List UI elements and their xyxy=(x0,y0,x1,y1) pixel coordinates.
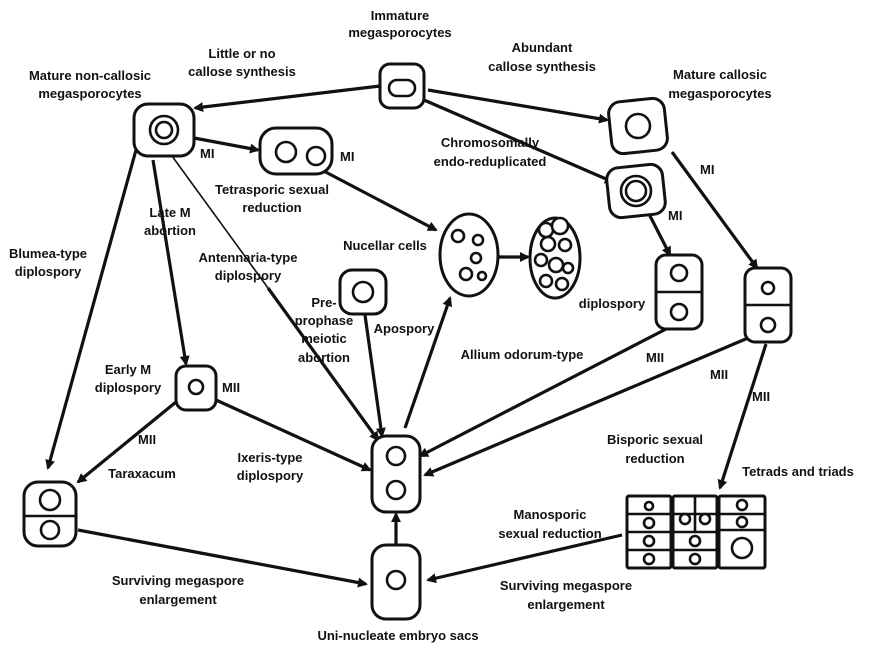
label-abundant-callose-1: Abundant xyxy=(512,40,573,55)
label-ixeris-1: Ixeris-type xyxy=(237,450,302,465)
cell-diplospory-dyad xyxy=(654,253,704,331)
stage-labels: MI MI MI MI MII MII MII MII MII xyxy=(138,146,770,447)
label-tetrasporic-1: Tetrasporic sexual xyxy=(215,182,329,197)
cell-mature-noncallosic xyxy=(132,102,196,158)
label-immature-1: Immature xyxy=(371,8,430,23)
label-chromosomally-2: endo-reduplicated xyxy=(434,154,547,169)
cell-aposporous-embryo-sac xyxy=(438,212,500,298)
arrow-bisporic-reduction xyxy=(717,343,768,490)
cell-tetrasporic xyxy=(258,126,334,176)
stage-label-mi: MI xyxy=(200,146,214,161)
arrow-callosic-meiosis xyxy=(670,151,759,270)
label-surviving-left-1: Surviving megaspore xyxy=(112,573,244,588)
stage-label-mi: MI xyxy=(340,149,354,164)
label-blumea-1: Blumea-type xyxy=(9,246,87,261)
label-ixeris-2: diplospory xyxy=(237,468,304,483)
arrow-ixeris-diplospory xyxy=(215,398,372,472)
label-little-callose-1: Little or no xyxy=(208,46,275,61)
stage-label-mii: MII xyxy=(222,380,240,395)
arrow-immature-to-callosic xyxy=(427,88,609,124)
label-early-m-1: Early M xyxy=(105,362,151,377)
label-preprophase-4: abortion xyxy=(298,350,350,365)
label-mature-noncallosic-2: megasporocytes xyxy=(38,86,141,101)
cell-blumea-dyad xyxy=(22,480,78,548)
label-early-m-2: diplospory xyxy=(95,380,162,395)
label-blumea-2: diplospory xyxy=(15,264,82,279)
label-manosporic-1: Manosporic xyxy=(514,507,587,522)
label-bisporic-2: reduction xyxy=(625,451,684,466)
arrow-dyad-to-embryosac xyxy=(423,336,749,477)
stage-label-mii: MII xyxy=(646,350,664,365)
cell-endoreduplicated xyxy=(605,162,667,220)
arrows xyxy=(45,84,768,588)
label-antennaria-1: Antennaria-type xyxy=(199,250,298,265)
arrow-late-m-abortion xyxy=(151,159,190,366)
cell-multinucleate-embryo-sac xyxy=(528,216,582,300)
stage-label-mi: MI xyxy=(700,162,714,177)
arrow-immature-to-endoreduplicated xyxy=(423,98,615,184)
label-late-m-2: abortion xyxy=(144,223,196,238)
label-preprophase-2: prophase xyxy=(295,313,354,328)
arrow-surviving-megaspore-right xyxy=(426,533,623,584)
stage-label-mi: MI xyxy=(668,208,682,223)
label-taraxacum: Taraxacum xyxy=(108,466,176,481)
label-uni-nucleate: Uni-nucleate embryo sacs xyxy=(317,628,478,643)
label-antennaria-2: diplospory xyxy=(215,268,282,283)
label-mature-noncallosic-1: Mature non-callosic xyxy=(29,68,151,83)
label-tetrads-triads: Tetrads and triads xyxy=(742,464,854,479)
arrow-blumea-diplospory xyxy=(45,149,138,470)
label-surviving-right-1: Surviving megaspore xyxy=(500,578,632,593)
label-little-callose-2: callose synthesis xyxy=(188,64,296,79)
label-mature-callosic-1: Mature callosic xyxy=(673,67,767,82)
cell-mature-callosic xyxy=(607,96,669,156)
arrow-taraxacum xyxy=(76,400,178,484)
arrow-allium-diplospory xyxy=(418,326,669,458)
label-apospory: Apospory xyxy=(374,321,435,336)
cell-callosic-dyad xyxy=(743,266,793,344)
cell-two-nucleate-embryo-sac xyxy=(370,434,422,514)
label-nucellar-cells: Nucellar cells xyxy=(343,238,427,253)
arrow-nucellar-to-embryosac xyxy=(363,314,386,438)
label-immature-2: megasporocytes xyxy=(348,25,451,40)
arrow-antennaria-diplospory xyxy=(266,287,380,442)
label-diplospory: diplospory xyxy=(579,296,646,311)
cell-early-m-diplospory xyxy=(174,364,218,412)
cell-tetrads-and-triads xyxy=(625,494,767,570)
label-chromosomally-1: Chromosomally xyxy=(441,135,540,150)
arrow-tetrasporic-to-embryosac xyxy=(317,166,438,232)
label-late-m-1: Late M xyxy=(149,205,190,220)
arrow-surviving-megaspore-left xyxy=(77,528,368,588)
label-surviving-right-2: enlargement xyxy=(527,597,605,612)
cell-uni-nucleate-embryo-sac xyxy=(370,543,422,621)
arrow-immature-to-noncallosic xyxy=(193,84,381,113)
stage-label-mii: MII xyxy=(138,432,156,447)
stage-label-mii: MII xyxy=(710,367,728,382)
arrow-apospory xyxy=(403,296,453,429)
line-antennaria-diplospory xyxy=(171,155,269,289)
arrow-noncallosic-to-tetrasporic xyxy=(193,136,260,154)
label-manosporic-2: sexual reduction xyxy=(498,526,601,541)
label-bisporic-1: Bisporic sexual xyxy=(607,432,703,447)
labels: Immature megasporocytes Little or no cal… xyxy=(9,8,854,643)
label-preprophase-3: meiotic xyxy=(301,331,347,346)
stage-label-mii: MII xyxy=(752,389,770,404)
cell-immature-megasporocyte xyxy=(378,62,426,110)
arrow-endoreduplicated-to-dyad xyxy=(646,211,672,257)
label-preprophase-1: Pre- xyxy=(311,295,336,310)
cell-nucellar xyxy=(338,268,388,316)
label-allium: Allium odorum-type xyxy=(461,347,584,362)
label-abundant-callose-2: callose synthesis xyxy=(488,59,596,74)
label-tetrasporic-2: reduction xyxy=(242,200,301,215)
label-surviving-left-2: enlargement xyxy=(139,592,217,607)
label-mature-callosic-2: megasporocytes xyxy=(668,86,771,101)
